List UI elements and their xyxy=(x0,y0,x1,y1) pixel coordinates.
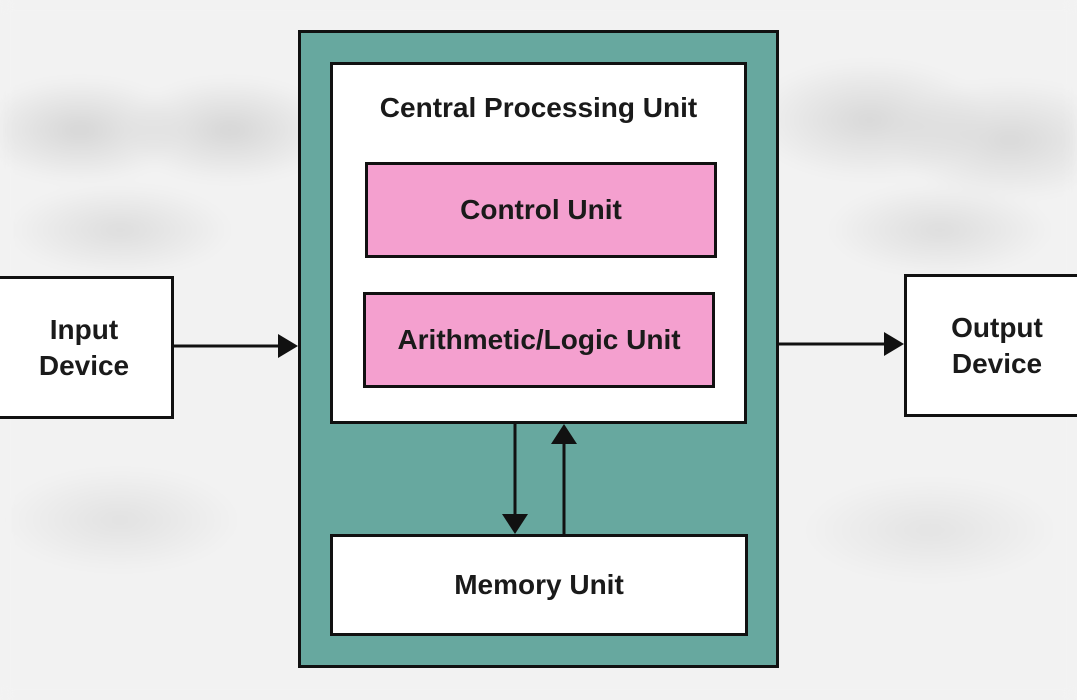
output-device-label-line1: Output xyxy=(951,311,1043,343)
input-to-cpu-arrow xyxy=(174,334,298,358)
input-device-label-line2: Device xyxy=(38,349,130,381)
control-unit-box: Control Unit xyxy=(365,162,717,258)
memory-unit-label: Memory Unit xyxy=(454,569,624,600)
input-device-box: Input Device xyxy=(0,276,174,419)
cpu-title: Central Processing Unit xyxy=(379,92,698,123)
alu-label: Arithmetic/Logic Unit xyxy=(397,324,681,355)
cpu-to-memory-arrow xyxy=(502,424,528,534)
memory-unit-box: Memory Unit xyxy=(330,534,748,636)
alu-box: Arithmetic/Logic Unit xyxy=(363,292,715,388)
control-unit-label: Control Unit xyxy=(460,194,622,225)
input-device-label-line1: Input xyxy=(49,313,119,345)
cpu-to-output-arrow xyxy=(779,332,904,356)
output-device-box: Output Device xyxy=(904,274,1077,417)
memory-to-cpu-arrow xyxy=(551,424,577,534)
output-device-label-line2: Device xyxy=(951,347,1043,379)
